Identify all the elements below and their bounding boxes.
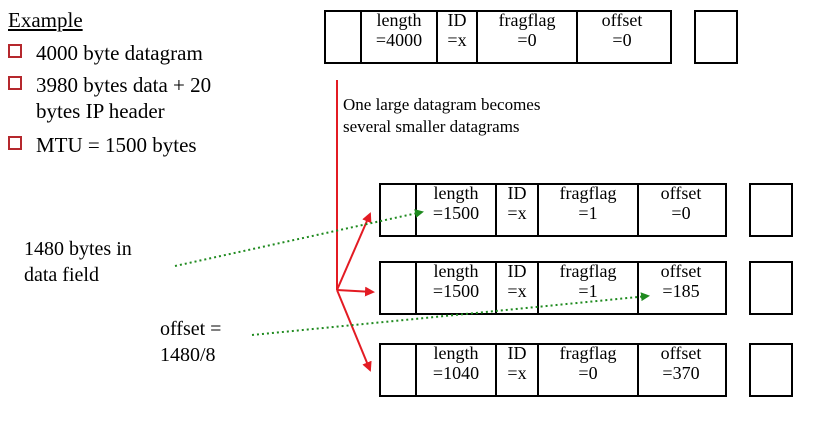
bullet-text: MTU = 1500 bytes: [36, 133, 197, 157]
example-title: Example: [8, 8, 83, 32]
bullet-mtu: MTU = 1500 bytes: [8, 132, 197, 158]
offset-field: offset=0: [637, 183, 723, 237]
data-field-pointer-arrow: [174, 209, 424, 267]
id-field: ID=x: [436, 10, 476, 64]
fragment-1-header: length=1500 ID=x fragflag=1 offset=0: [379, 183, 799, 237]
payload-block: [749, 183, 793, 237]
offset-field: offset=370: [637, 343, 723, 397]
bullet-text: 4000 byte datagram: [36, 41, 203, 65]
offset-calc-label: offset =1480/8: [160, 318, 222, 366]
offset-field: offset=185: [637, 261, 723, 315]
id-field: ID=x: [495, 183, 537, 237]
header-outline: [379, 343, 727, 397]
bullet-datagram-size: 4000 byte datagram: [8, 40, 203, 66]
fragment-2-header: length=1500 ID=x fragflag=1 offset=185: [379, 261, 799, 315]
id-field: ID=x: [495, 261, 537, 315]
payload-block: [694, 10, 738, 64]
bullet-box-icon: [8, 136, 22, 150]
fragflag-field: fragflag=0: [476, 10, 576, 64]
fragflag-field: fragflag=1: [537, 261, 637, 315]
length-field: length=1500: [415, 261, 495, 315]
fragment-3-header: length=1040 ID=x fragflag=0 offset=370: [379, 343, 799, 397]
offset-pointer-arrow: [251, 292, 650, 336]
fragflag-field: fragflag=1: [537, 183, 637, 237]
length-field: length=4000: [360, 10, 436, 64]
header-outline: [324, 10, 672, 64]
bullet-box-icon: [8, 44, 22, 58]
payload-block: [749, 343, 793, 397]
offset-field: offset=0: [576, 10, 666, 64]
header-outline: [379, 183, 727, 237]
header-outline: [379, 261, 727, 315]
bullet-box-icon: [8, 76, 22, 90]
arrow-to-fragment-3: [336, 289, 372, 372]
payload-block: [749, 261, 793, 315]
original-datagram-header: length=4000 ID=x fragflag=0 offset=0: [324, 10, 744, 64]
id-field: ID=x: [495, 343, 537, 397]
length-field: length=1040: [415, 343, 495, 397]
arrow-to-fragment-1: [336, 212, 372, 291]
fragflag-field: fragflag=0: [537, 343, 637, 397]
arrow-to-fragment-2: [336, 286, 375, 297]
